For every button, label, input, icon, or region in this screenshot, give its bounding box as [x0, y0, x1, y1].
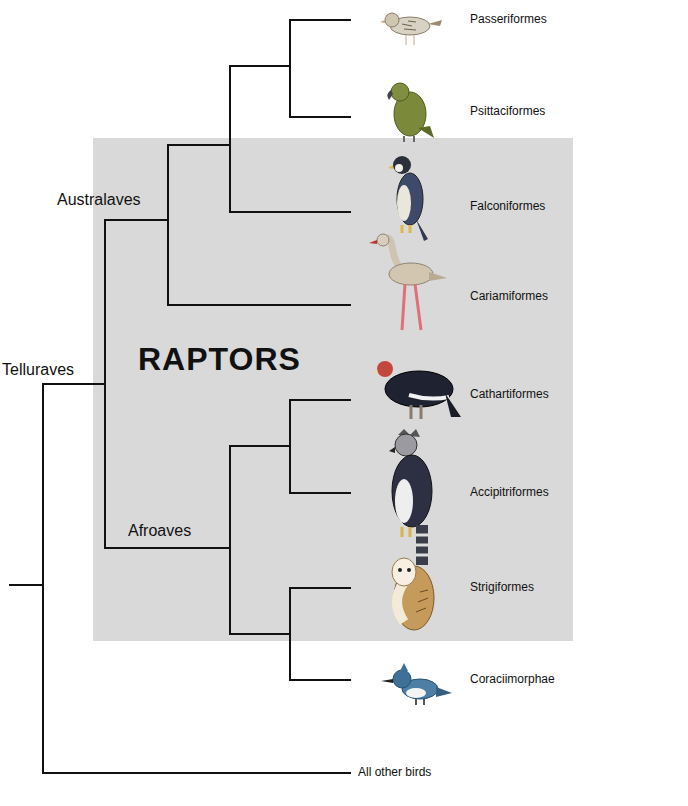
- taxon-name: Passeriformes: [470, 13, 547, 27]
- taxon-name: Cariamiformes: [470, 290, 548, 304]
- taxon-name: Accipitriformes: [470, 486, 549, 500]
- taxon-name: All other birds: [358, 766, 431, 780]
- taxon-name: Falconiformes: [470, 200, 545, 214]
- taxon-name: Psittaciformes: [470, 105, 545, 119]
- taxon-name: Strigiformes: [470, 581, 534, 595]
- sparrow-figure: [380, 13, 442, 45]
- kea-figure: [387, 83, 434, 142]
- clade-name: Australaves: [57, 191, 141, 209]
- clade-name: Afroaves: [128, 522, 191, 540]
- taxon-name: Coraciimorphae: [470, 673, 555, 687]
- harpy-eagle-figure: [389, 429, 432, 565]
- condor-figure: [371, 361, 461, 419]
- taxon-name: Cathartiformes: [470, 388, 549, 402]
- falcon-figure: [388, 156, 428, 241]
- group-heading: RAPTORS: [138, 341, 301, 378]
- kingfisher-figure: [381, 663, 452, 705]
- barn-owl-figure: [392, 558, 434, 630]
- seriema-figure: [369, 234, 447, 330]
- clade-name: Telluraves: [2, 361, 74, 379]
